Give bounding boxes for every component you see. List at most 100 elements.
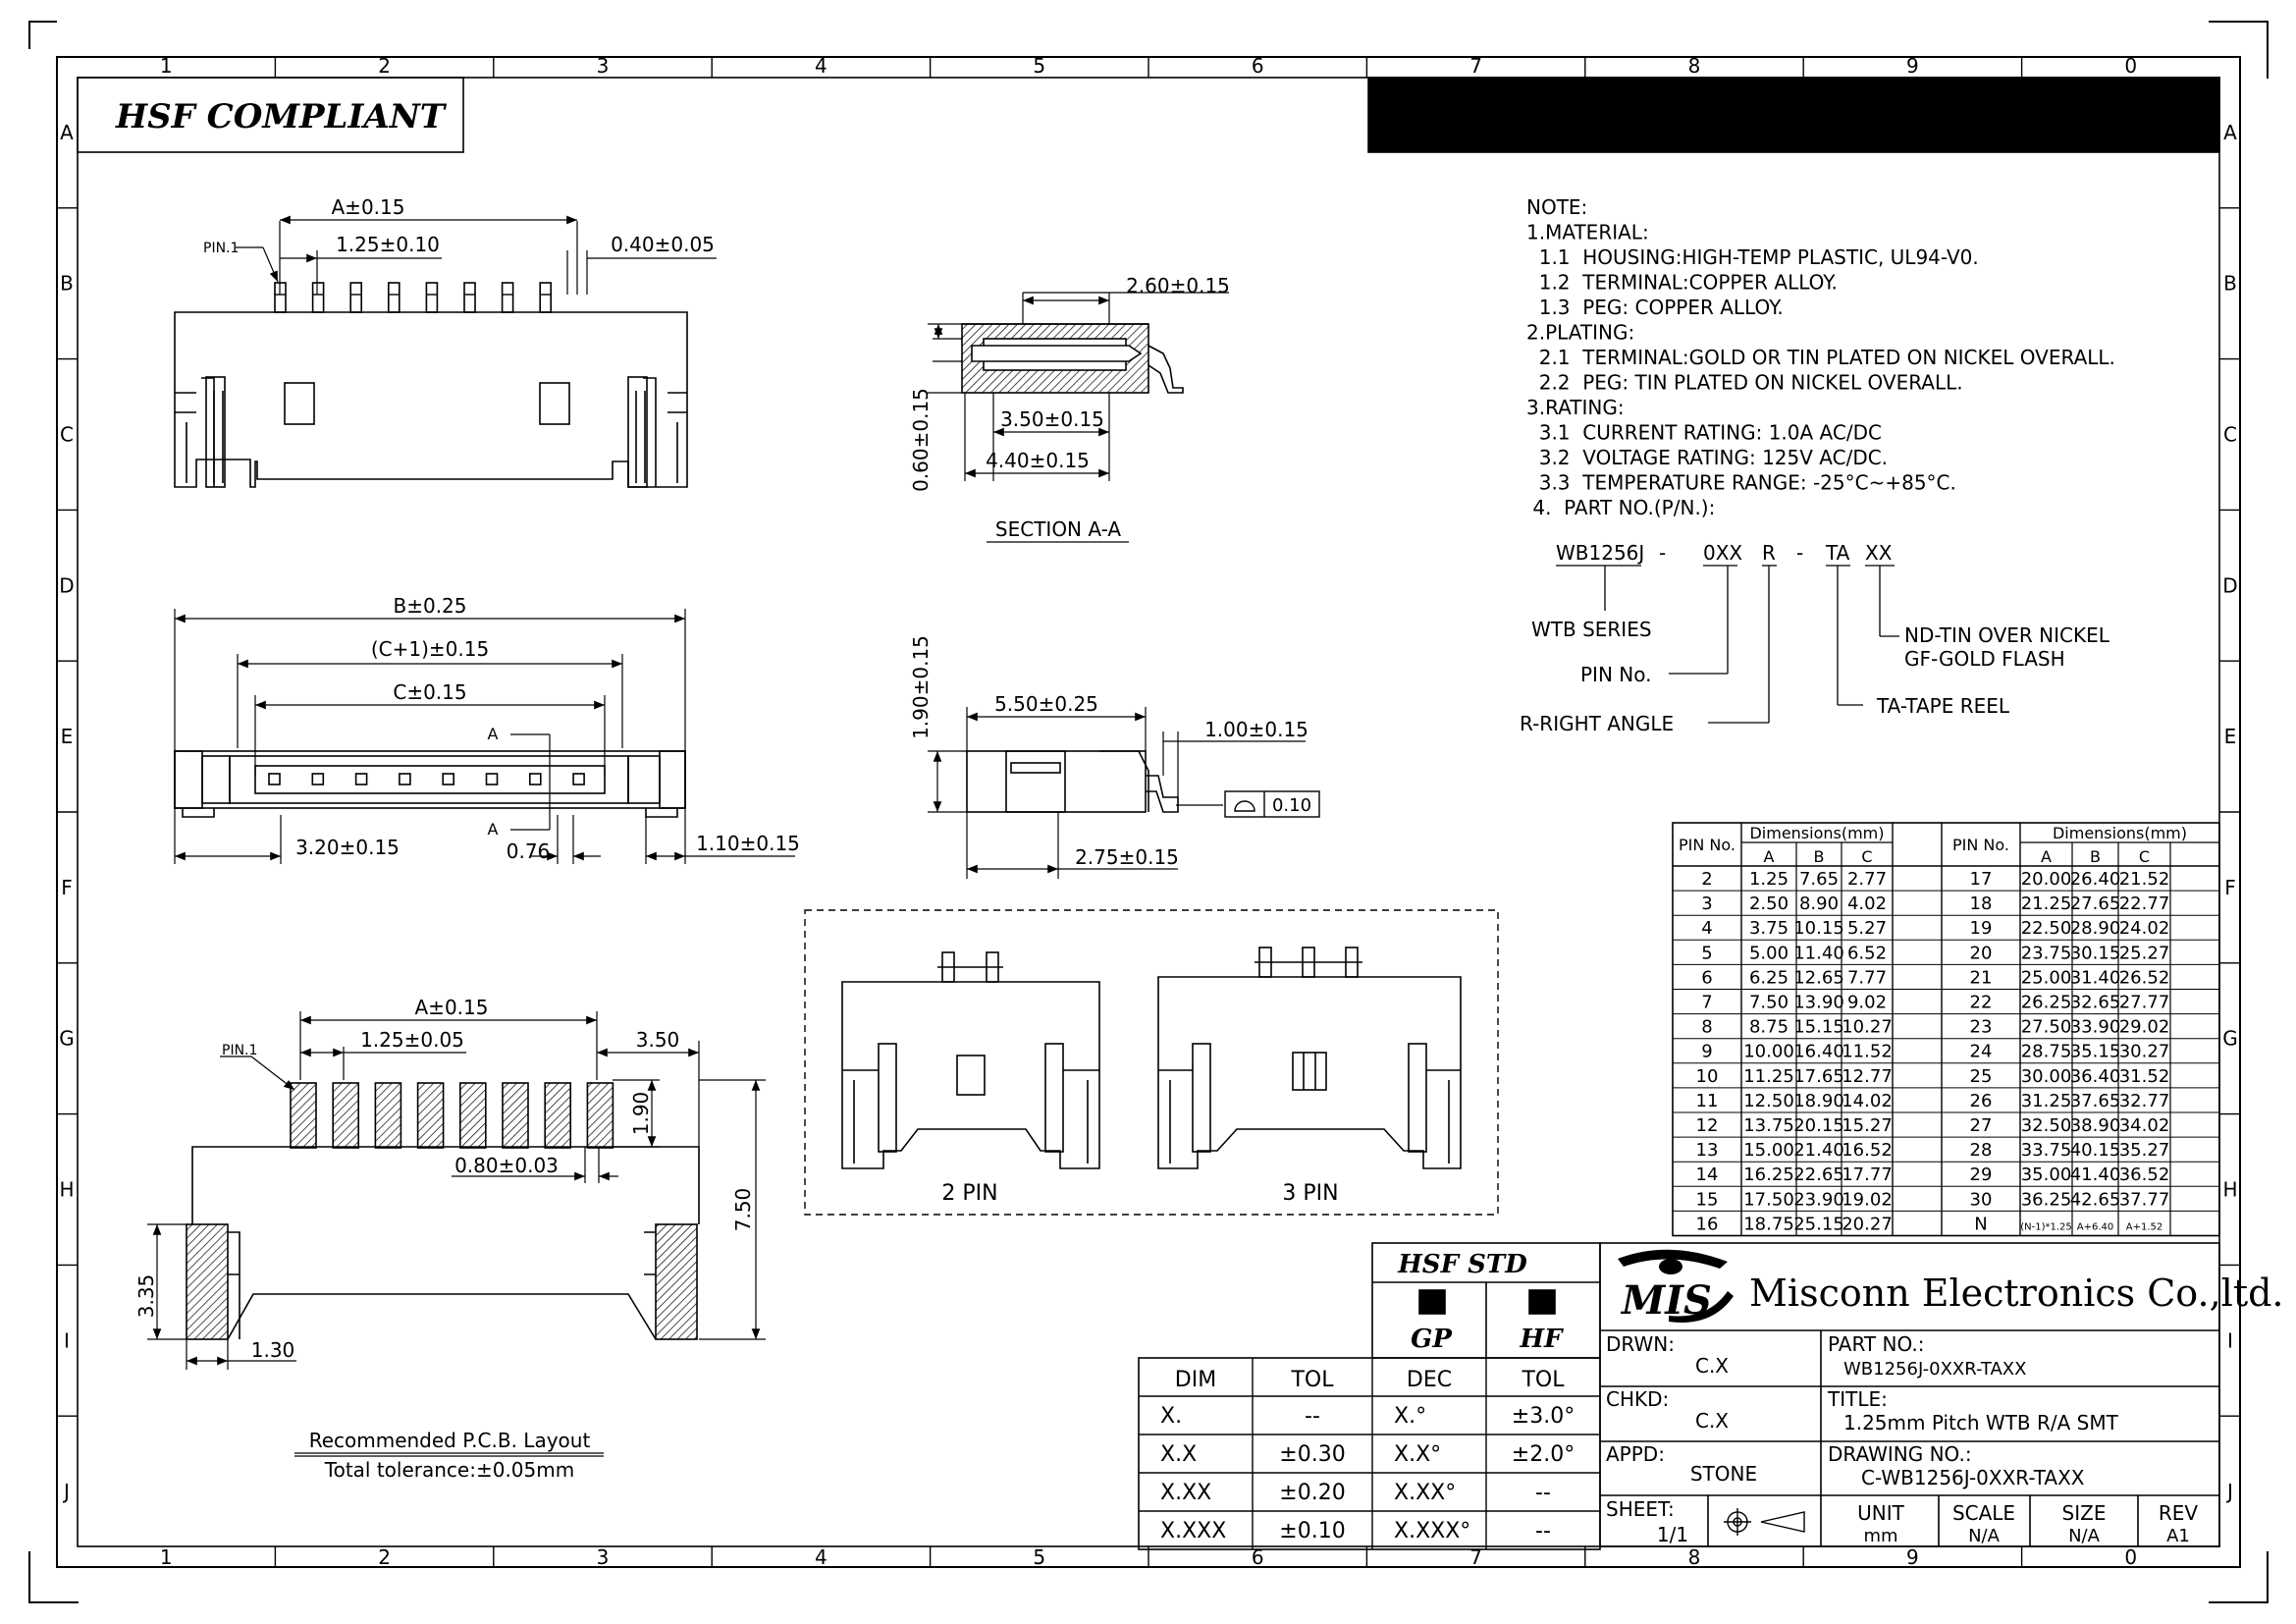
pcb-dim-pitch: 1.25±0.05 [360,1028,464,1052]
zone-row-left-A: A [60,121,74,144]
pcb-pad [374,1082,402,1149]
rev-cell-4: 7/18'14 [1979,124,2054,147]
zone-col-bottom-8: 8 [1688,1545,1701,1569]
top-pin [387,282,400,313]
zone-row-right-H: H [2222,1178,2237,1202]
dim-table-left-cell: 12 [1696,1115,1719,1136]
dim-table-left-cell: 18.75 [1743,1214,1794,1234]
dim-table-right-cell: 37.77 [2119,1189,2170,1210]
pcb-dim-350: 3.50 [636,1028,680,1052]
front-pin [311,773,325,785]
dim-table-right-cell: 38.90 [2070,1115,2121,1136]
pn-angle: R [1762,541,1776,565]
dim-table-right-cell: 25.27 [2119,943,2170,963]
checked-value: C.X [1695,1409,1729,1433]
zone-col-top-9: 9 [1906,54,1919,78]
pn-legend-plating-2: GF-GOLD FLASH [1904,647,2065,671]
tol-cell: ±2.0° [1512,1442,1575,1467]
dim-table-left-cell: 7.77 [1847,967,1887,988]
dim-table-left-cell: 16 [1696,1214,1719,1234]
title-value: 1.25mm Pitch WTB R/A SMT [1843,1411,2119,1435]
dim-table-left-cell: 23.90 [1793,1189,1844,1210]
tol-cell: -- [1305,1404,1320,1429]
tol-cell: ±0.30 [1279,1442,1345,1467]
dim-table-left-cell: 16.40 [1793,1042,1844,1062]
pcb-pad [332,1082,360,1149]
dim-table-col-left-A: A [1764,847,1775,866]
top-dim-pin-width: 0.40±0.05 [611,233,715,256]
dim-table-right-cell: 22.77 [2119,893,2170,914]
dim-table-left-cell: 11.40 [1793,943,1844,963]
zone-row-right-J: J [2225,1480,2233,1503]
pn-plating: XX [1865,541,1893,565]
compliance-text: HSF COMPLIANT [115,97,448,136]
flatness-value: 0.10 [1272,795,1311,816]
dim-table-left-cell: 9.02 [1847,993,1887,1013]
tol-cell: -- [1535,1481,1551,1505]
dim-table-right-cell: 22.50 [2021,918,2072,939]
tol-header-3: TOL [1521,1368,1565,1392]
part-no-label: PART NO.: [1828,1332,1924,1356]
pcb-caption: Recommended P.C.B. Layout [309,1429,591,1452]
front-view-pins [268,773,585,785]
top-dim-a: A±0.15 [332,195,405,219]
tol-cell: X.X [1160,1442,1197,1467]
dim-table-dim-header-right: Dimensions(mm) [2053,824,2187,842]
dim-table-left-cell: 10 [1696,1066,1719,1087]
pcb-dim-080: 0.80±0.03 [454,1154,559,1177]
dim-table-left-cell: 14.02 [1842,1091,1893,1111]
flatness-symbol [1224,790,1320,818]
dim-table-left-cell: 12.50 [1743,1091,1794,1111]
front-pin [528,773,542,785]
dim-table-left-cell: 13.75 [1743,1115,1794,1136]
note-line-7: 2.2 PEG: TIN PLATED ON NICKEL OVERALL. [1526,371,1963,395]
zone-row-left-E: E [61,725,74,748]
dim-table-right-cell: 20 [1970,943,1993,963]
zone-row-left-C: C [60,423,74,447]
size-value: N/A [2068,1526,2101,1546]
dim-table-right-cell: 35.15 [2070,1042,2121,1062]
pcb-pads [290,1082,614,1149]
variant-2-pin-label: 2 PIN [941,1181,997,1206]
dim-table-right-cell: 17 [1970,869,1993,890]
logo-swoosh-bottom [1669,1291,1734,1323]
dim-table-left-cell: 4.02 [1847,893,1887,914]
tol-cell: X.XX° [1394,1481,1456,1505]
pcb-pad [586,1082,614,1149]
top-pin1-label: PIN.1 [203,241,239,256]
dim-table-right-cell: A+6.40 [2077,1221,2114,1232]
pn-legend-plating-1: ND-TIN OVER NICKEL [1904,623,2110,647]
zone-col-top-2: 2 [378,54,391,78]
drawing-no-label: DRAWING NO.: [1828,1442,1972,1466]
dim-table-right-cell: 26 [1970,1091,1993,1111]
tol-cell: -- [1535,1519,1551,1543]
scale-label: SCALE [1952,1501,2015,1525]
dim-table-left-cell: 8 [1701,1017,1712,1038]
dim-table-right-cell: 30.27 [2119,1042,2170,1062]
dim-table-left-cell: 2 [1701,869,1712,890]
note-line-8: 3.RATING: [1526,396,1625,419]
zone-row-left-G: G [59,1027,75,1051]
pn-packing: TA [1825,541,1850,565]
top-pin [349,282,363,313]
dim-table-left-cell: 7 [1701,993,1712,1013]
corner-marks [28,21,2269,1603]
sheet-value: 1/1 [1657,1523,1688,1546]
dim-table-left-cell: 9 [1701,1042,1712,1062]
zone-row-right-C: C [2223,423,2237,447]
pn-legend-series: WTB SERIES [1531,618,1652,641]
dim-table-left-cell: 15 [1696,1189,1719,1210]
dim-table-left-cell: 2.50 [1749,893,1789,914]
dim-table-left-cell: 6.52 [1847,943,1887,963]
top-view-dims [236,215,717,295]
front-view [174,750,686,818]
dim-table-right-cell: 27.77 [2119,993,2170,1013]
variant-3-pin-label: 3 PIN [1282,1181,1338,1206]
zone-col-bottom-1: 1 [160,1545,173,1569]
dim-table-right-cell: 23.75 [2021,943,2072,963]
zone-row-left-J: J [62,1480,70,1503]
note-line-6: 2.1 TERMINAL:GOLD OR TIN PLATED ON NICKE… [1526,346,2115,369]
dim-table-right-cell: 35.27 [2119,1140,2170,1161]
dim-table-left-cell: 13 [1696,1140,1719,1161]
